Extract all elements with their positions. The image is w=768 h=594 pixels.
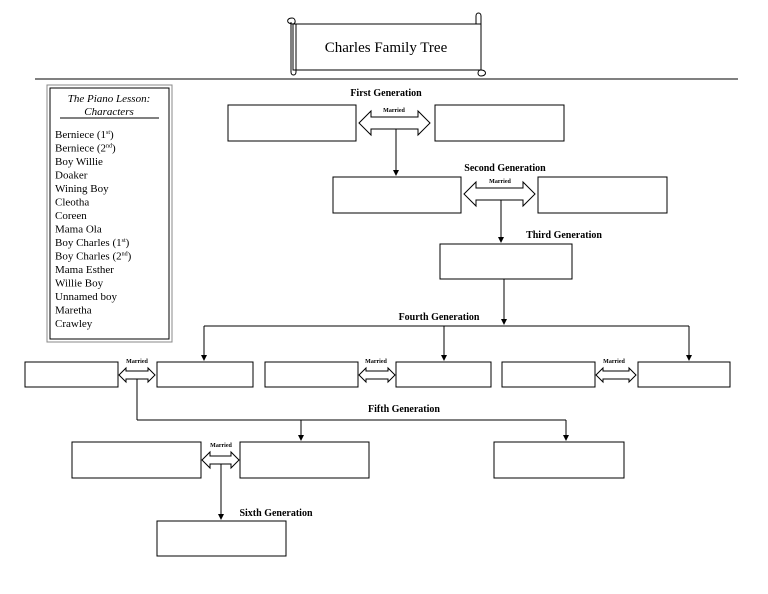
character-name: Coreen bbox=[55, 210, 87, 222]
gen2-person-left bbox=[332, 176, 462, 214]
gen1-married-arrow: Married bbox=[358, 108, 431, 137]
page-title: Charles Family Tree bbox=[325, 40, 448, 56]
gen5-married-arrow: Married bbox=[201, 443, 240, 470]
gen3-person bbox=[439, 243, 573, 280]
gen5-person-left bbox=[71, 441, 202, 479]
first-generation-label: First Generation bbox=[350, 88, 422, 99]
title-scroll: Charles Family Tree bbox=[287, 12, 486, 77]
married-label: Married bbox=[365, 359, 387, 365]
character-item: Boy Willie bbox=[55, 156, 103, 168]
character-ordinal-suffix: st bbox=[106, 130, 110, 136]
character-name: Doaker bbox=[55, 170, 88, 182]
character-item: Berniece (1st) bbox=[55, 129, 114, 141]
gen4-pair3-married-arrow: Married bbox=[595, 359, 637, 384]
character-item: Wining Boy bbox=[55, 183, 109, 195]
character-name: Unnamed boy bbox=[55, 291, 118, 303]
character-paren-close: ) bbox=[128, 251, 132, 263]
gen2-person-right bbox=[537, 176, 668, 214]
character-ordinal-suffix: nd bbox=[106, 144, 112, 150]
third-generation-label: Third Generation bbox=[526, 230, 602, 241]
gen4-pair1-left bbox=[24, 361, 119, 388]
gen4-pair3-right bbox=[637, 361, 731, 388]
gen2-married-arrow: Married bbox=[463, 179, 536, 208]
sidebar-title-line1: The Piano Lesson: bbox=[68, 93, 151, 105]
second-generation-label: Second Generation bbox=[464, 163, 546, 174]
character-name: Boy Charles (2 bbox=[55, 251, 122, 263]
gen4-pair1-married-arrow: Married bbox=[118, 359, 156, 384]
character-item: Crawley bbox=[55, 318, 93, 330]
gen4-pair2-right bbox=[395, 361, 492, 388]
character-item: Coreen bbox=[55, 210, 87, 222]
married-label: Married bbox=[210, 443, 232, 449]
characters-sidebar: The Piano Lesson: Characters Berniece (1… bbox=[46, 84, 173, 343]
gen5-person-middle bbox=[239, 441, 370, 479]
character-item: Berniece (2nd) bbox=[55, 143, 116, 155]
married-label: Married bbox=[489, 179, 511, 185]
character-name: Mama Esther bbox=[55, 264, 114, 276]
character-item: Boy Charles (1st) bbox=[55, 237, 130, 249]
gen4-pair3-left bbox=[501, 361, 596, 388]
character-item: Doaker bbox=[55, 170, 88, 182]
sixth-generation-label: Sixth Generation bbox=[239, 508, 312, 519]
character-name: Berniece (1 bbox=[55, 129, 106, 141]
character-name: Boy Charles (1 bbox=[55, 237, 122, 249]
married-label: Married bbox=[383, 108, 405, 114]
character-paren-close: ) bbox=[112, 143, 116, 155]
character-item: Unnamed boy bbox=[55, 291, 118, 303]
gen4-bracket bbox=[201, 325, 692, 361]
character-list: Berniece (1st)Berniece (2nd)Boy WillieDo… bbox=[55, 129, 132, 330]
gen1-person-left bbox=[227, 104, 357, 142]
character-name: Wining Boy bbox=[55, 183, 109, 195]
gen4-pair2-married-arrow: Married bbox=[358, 359, 396, 384]
character-item: Boy Charles (2nd) bbox=[55, 251, 132, 263]
married-label: Married bbox=[126, 359, 148, 365]
gen5-bracket bbox=[136, 379, 569, 441]
gen4-pair1-right bbox=[156, 361, 254, 388]
character-name: Crawley bbox=[55, 318, 93, 330]
character-item: Cleotha bbox=[55, 197, 89, 209]
fifth-generation-label: Fifth Generation bbox=[368, 404, 440, 415]
gen1-person-right bbox=[434, 104, 565, 142]
married-label: Married bbox=[603, 359, 625, 365]
character-name: Willie Boy bbox=[55, 278, 104, 290]
character-paren-close: ) bbox=[126, 237, 130, 249]
character-item: Maretha bbox=[55, 305, 92, 317]
character-name: Berniece (2 bbox=[55, 143, 106, 155]
gen6-person bbox=[156, 520, 287, 557]
character-ordinal-suffix: nd bbox=[122, 252, 128, 258]
character-item: Willie Boy bbox=[55, 278, 104, 290]
character-name: Boy Willie bbox=[55, 156, 103, 168]
character-item: Mama Ola bbox=[55, 224, 102, 236]
character-item: Mama Esther bbox=[55, 264, 114, 276]
character-name: Maretha bbox=[55, 305, 92, 317]
character-name: Cleotha bbox=[55, 197, 89, 209]
character-name: Mama Ola bbox=[55, 224, 102, 236]
sidebar-title-line2: Characters bbox=[84, 106, 134, 118]
fourth-generation-label: Fourth Generation bbox=[399, 312, 480, 323]
character-ordinal-suffix: st bbox=[122, 238, 126, 244]
gen5-person-right bbox=[493, 441, 625, 479]
gen4-pair2-left bbox=[264, 361, 359, 388]
character-paren-close: ) bbox=[110, 129, 114, 141]
